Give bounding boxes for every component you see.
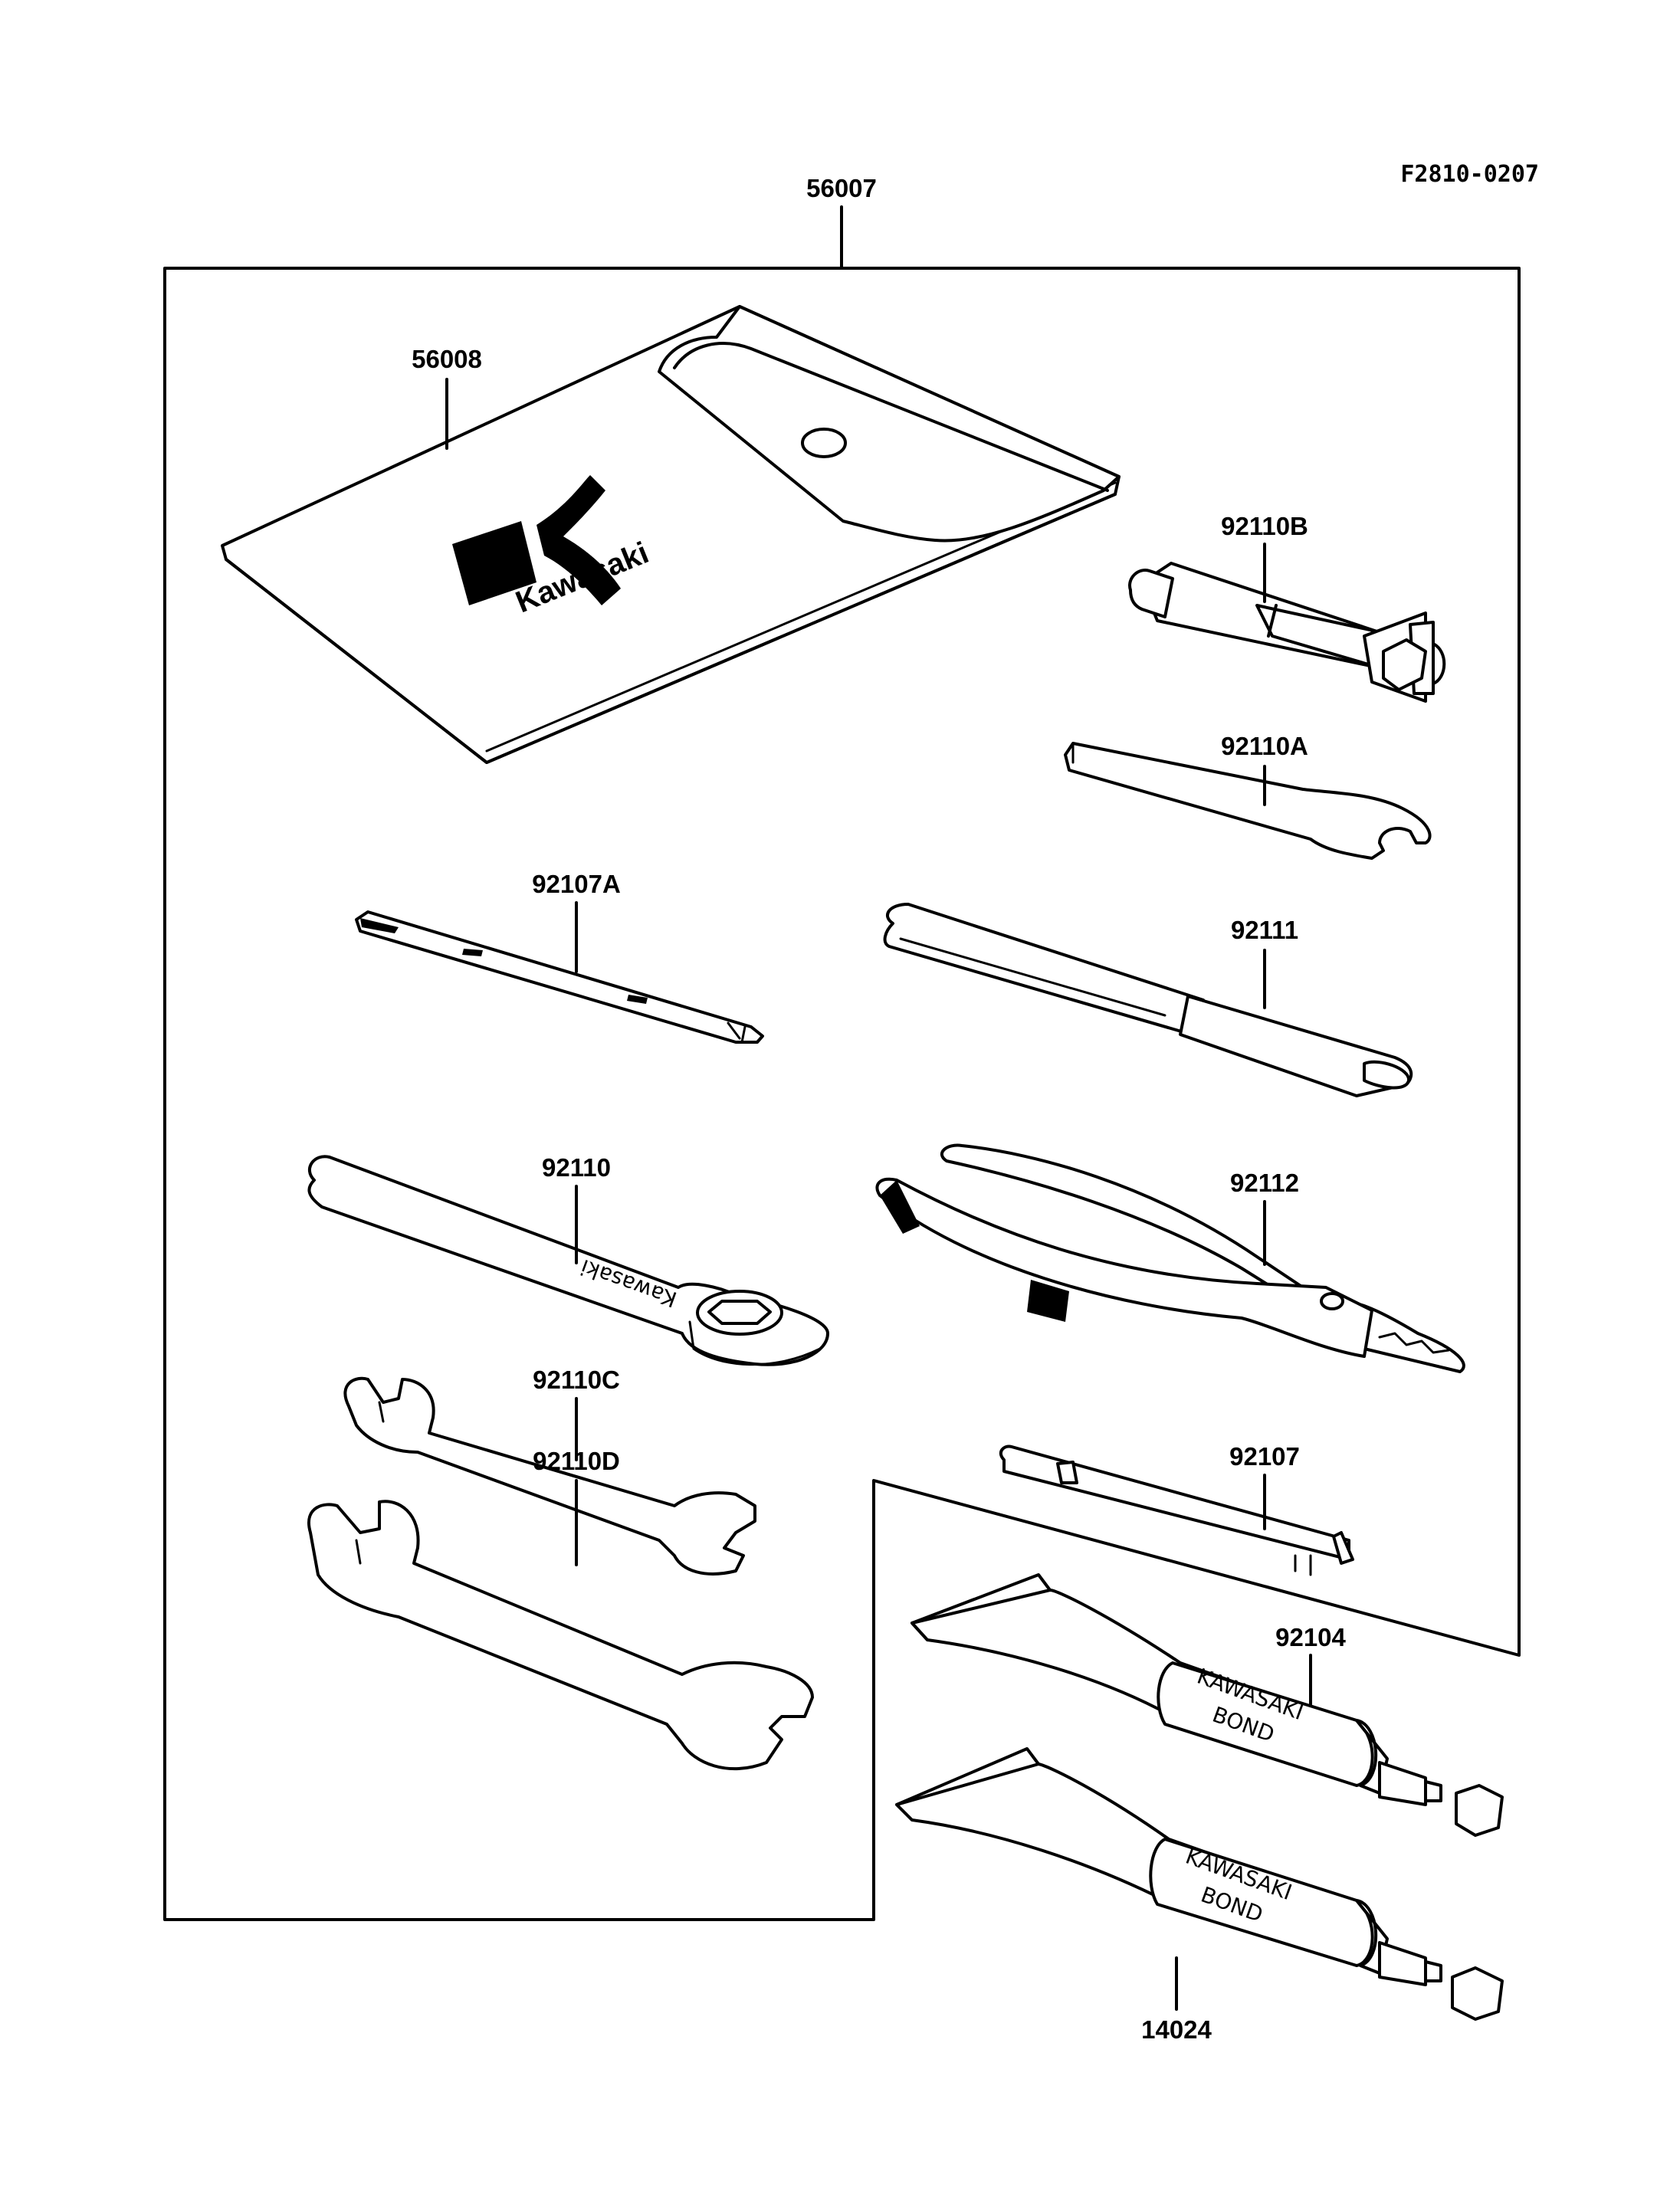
plug-wrench	[1128, 562, 1446, 703]
hook-wrench-label: 92110A	[1221, 732, 1308, 760]
tool-bag: Kawasaki	[221, 305, 1121, 764]
screwdriver-a-label: 92107A	[532, 870, 621, 898]
assembly-frame	[163, 205, 1521, 1921]
hook-wrench	[1064, 742, 1432, 860]
bond-tube-1: KAWASAKI BOND	[911, 1573, 1504, 1837]
bond-tube-2-label: 14024	[1141, 2015, 1212, 2044]
open-wrench-c	[343, 1376, 756, 1576]
pliers-label: 92112	[1230, 1169, 1299, 1197]
plug-wrench-label: 92110B	[1221, 512, 1308, 540]
assembly-label: 56007	[806, 174, 877, 202]
wrench-d-label: 92110D	[533, 1447, 620, 1475]
screwdriver-blade-a	[355, 910, 764, 1044]
box-wrench: Kawasaki	[307, 1155, 829, 1366]
wrench-c-label: 92110C	[533, 1366, 620, 1394]
bond-tube-1-label: 92104	[1275, 1623, 1346, 1651]
pliers	[875, 1143, 1465, 1373]
box-wrench-label: 92110	[542, 1153, 611, 1182]
handle-label: 92111	[1231, 916, 1298, 944]
screwdriver-label: 92107	[1229, 1442, 1300, 1471]
handle-bar	[883, 903, 1413, 1097]
open-wrench-d	[307, 1500, 814, 1771]
bag-label: 56008	[412, 345, 482, 373]
bond-tube-2: KAWASAKI BOND	[895, 1747, 1504, 2021]
screwdriver	[999, 1444, 1354, 1576]
figure-code: F2810-0207	[1400, 161, 1539, 188]
